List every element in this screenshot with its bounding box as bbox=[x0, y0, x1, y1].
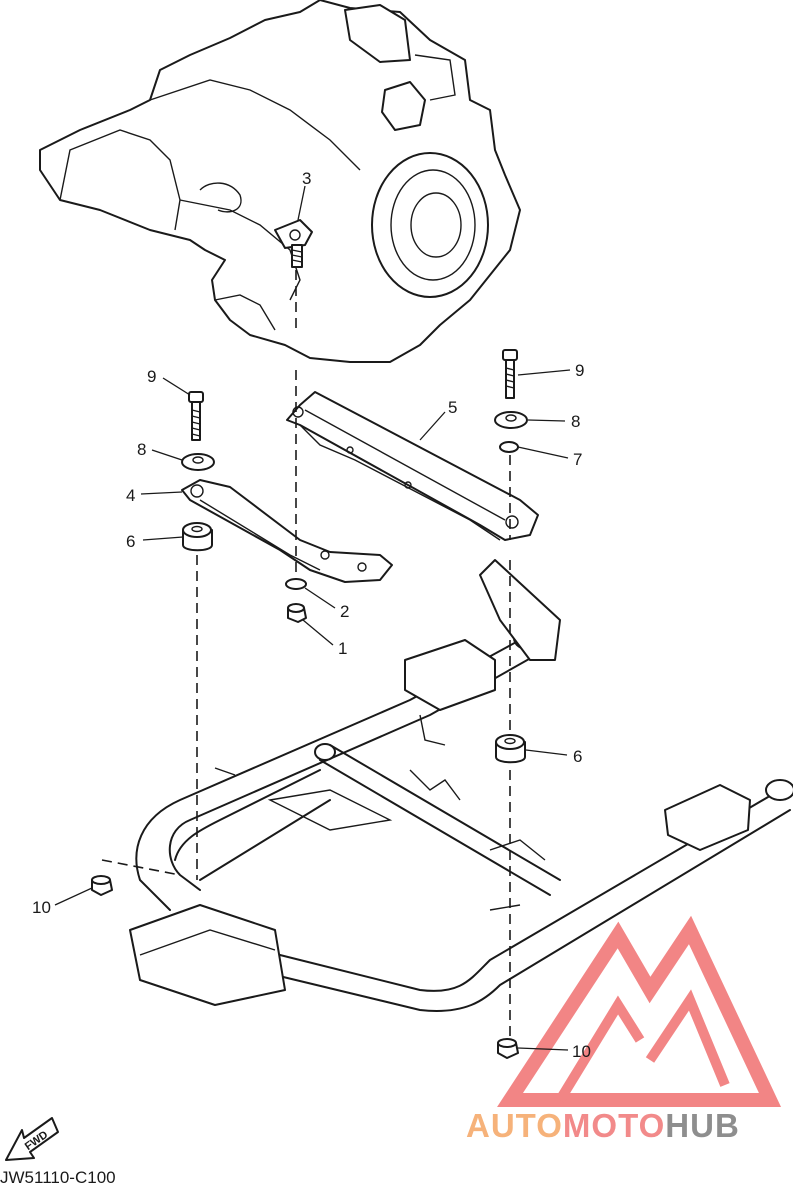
callout-5: 5 bbox=[448, 398, 457, 417]
callout-10-left: 10 bbox=[32, 898, 51, 917]
callout-8-right: 8 bbox=[571, 412, 580, 431]
leader-lines bbox=[54, 185, 571, 1051]
part-9-bolt-left bbox=[188, 391, 204, 441]
part-9-bolt-right bbox=[502, 349, 518, 399]
callout-9-right: 9 bbox=[575, 361, 584, 380]
engine-housing bbox=[39, 0, 521, 363]
callout-1: 1 bbox=[338, 639, 347, 658]
watermark-moto: MOTO bbox=[563, 1107, 665, 1144]
watermark-auto: AUTO bbox=[466, 1107, 563, 1144]
callout-10-right: 10 bbox=[572, 1042, 591, 1061]
callout-9-left: 9 bbox=[147, 367, 156, 386]
part-8-washer-right bbox=[494, 411, 528, 429]
part-6-damper-left bbox=[182, 522, 213, 552]
alignment-lines bbox=[101, 270, 511, 1040]
callout-3: 3 bbox=[302, 169, 311, 188]
callout-2: 2 bbox=[340, 602, 349, 621]
part-6-damper-right bbox=[495, 734, 526, 764]
callout-numbers: 1 2 3 4 5 6 6 7 8 8 9 9 10 10 bbox=[32, 169, 591, 1061]
part-7-collar bbox=[499, 441, 519, 453]
watermark-text: AUTOMOTOHUB bbox=[466, 1107, 740, 1144]
part-10-nut-left bbox=[91, 875, 113, 896]
part-8-washer-left bbox=[181, 453, 215, 471]
part-3-tab-bolt bbox=[274, 219, 313, 268]
part-2-washer bbox=[285, 578, 307, 590]
frame-assembly bbox=[129, 559, 793, 1012]
watermark-logo bbox=[497, 915, 782, 1107]
part-4-front-bracket bbox=[181, 479, 393, 583]
fwd-arrow-icon: FWD bbox=[5, 1117, 59, 1161]
part-10-nut-right bbox=[497, 1038, 519, 1059]
watermark-hub: HUB bbox=[665, 1107, 740, 1144]
svg-text:AUTOMOTOHUB: AUTOMOTOHUB bbox=[466, 1107, 740, 1144]
callout-8-left: 8 bbox=[137, 440, 146, 459]
callout-6-left: 6 bbox=[126, 532, 135, 551]
callout-4: 4 bbox=[126, 486, 135, 505]
part-5-crossmember-bracket bbox=[286, 391, 539, 541]
diagram-code: JW51110-C100 bbox=[0, 1168, 116, 1187]
callout-6-right: 6 bbox=[573, 747, 582, 766]
part-1-nut bbox=[287, 603, 307, 623]
callout-7: 7 bbox=[573, 450, 582, 469]
